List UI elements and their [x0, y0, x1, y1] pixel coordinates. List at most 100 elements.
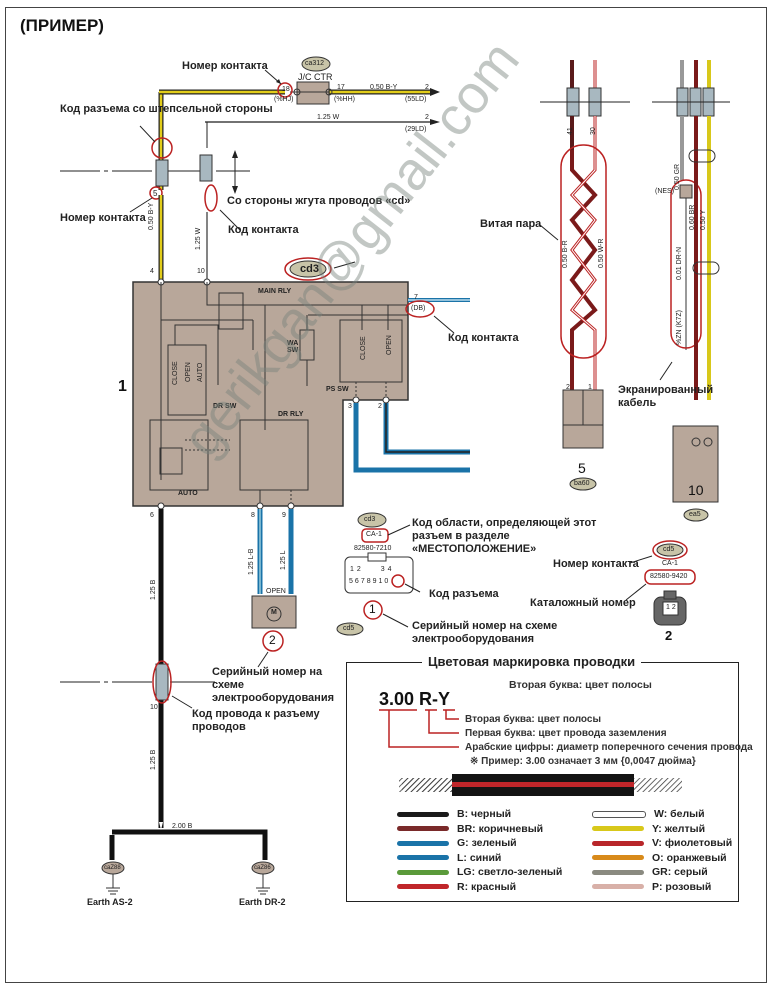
- connector-cd-ca-ground: [155, 663, 169, 701]
- tp-wire-a: 0.50 B-R: [562, 240, 569, 268]
- callout-motor-serial: Серийный номер на схеме электрооборудова…: [212, 666, 335, 704]
- pin-17-code: (%HH): [334, 96, 355, 103]
- motor-symbol: M: [271, 609, 277, 616]
- dr-close-label: CLOSE: [172, 361, 179, 385]
- color-swatch: [592, 869, 644, 875]
- color-label: O: оранжевый: [652, 851, 727, 864]
- ps-open-label: OPEN: [386, 335, 393, 355]
- dr-sw-label: DR SW: [213, 403, 237, 410]
- legend-left-row: G: зеленый: [397, 837, 517, 849]
- legend-line-3: Арабские цифры: диаметр поперечного сече…: [465, 742, 753, 753]
- shielded-cable-group: [652, 60, 730, 522]
- legend-right-row: Y: желтый: [592, 823, 705, 835]
- motor-serial: 2: [269, 633, 276, 647]
- page-frame: [5, 7, 767, 983]
- pins-2: 12: [666, 604, 678, 611]
- badge-cd5-a: cd5: [343, 625, 355, 632]
- badge-cd3-text: cd3: [300, 263, 319, 275]
- legend-left-row: LG: светло-зеленый: [397, 866, 562, 878]
- connector-1-serial: 1: [369, 602, 376, 616]
- tp-component-number: 5: [578, 460, 586, 476]
- callout-contact-number-top: Номер контакта: [182, 60, 268, 72]
- wire-label-1.25-W: 1.25 W: [317, 114, 340, 121]
- color-swatch: [592, 810, 646, 818]
- color-label: W: белый: [654, 808, 705, 820]
- pin-7: 7: [414, 294, 418, 301]
- tp-badge: ba60: [574, 480, 590, 487]
- motor-box: [251, 595, 297, 629]
- connector-82580-7210: [344, 556, 414, 594]
- ps-close-label: CLOSE: [360, 336, 367, 360]
- callout-serial-1: Серийный номер на схеме электрооборудова…: [412, 620, 558, 645]
- color-swatch: [592, 840, 644, 846]
- sc-wire-shield: 0.01 DR-N: [676, 246, 683, 280]
- legend-example-code: 3.00 R-Y: [379, 689, 451, 709]
- legend-right-row: GR: серый: [592, 866, 708, 878]
- ground-wire-lower: 1.25 B: [150, 749, 157, 770]
- callout-twisted-pair: Витая пара: [480, 218, 542, 230]
- badge-cd5-b: cd5: [663, 546, 675, 553]
- sc-wire-br: 0.60 BR: [689, 204, 696, 230]
- pin-17: 17: [337, 84, 345, 91]
- color-label: L: синий: [457, 851, 502, 864]
- legend-header-note: Вторая буква: цвет полосы: [509, 679, 652, 691]
- legend-leaders: [379, 709, 682, 796]
- connector-cd-ca-a: [155, 159, 169, 187]
- callout-contact-number-2: Номер контакта: [553, 558, 639, 570]
- pins-top: 12 34: [350, 566, 395, 573]
- callout-area-code: Код области, определяющей этот разъем в …: [412, 517, 597, 555]
- main-unit-number: 1: [118, 378, 127, 395]
- pins-bottom: 5678910: [349, 578, 391, 585]
- page-title: (ПРИМЕР): [20, 16, 104, 35]
- color-label: B: черный: [457, 808, 512, 820]
- connector-2-serial: 2: [665, 628, 673, 643]
- area-code-ca1-b: CA-1: [662, 560, 678, 567]
- dr-open-label: OPEN: [185, 362, 192, 382]
- callout-plug-side-code: Код разъема со штепсельной стороны: [60, 103, 273, 115]
- pin-5: 5: [153, 189, 158, 198]
- callout-connector-code: Код разъема: [429, 588, 499, 600]
- badge-ca312: [301, 56, 331, 72]
- twisted-pair-group: [539, 60, 630, 491]
- badge-cd3-b: cd3: [364, 516, 376, 523]
- ground-wire-main: 1.25 B: [150, 579, 157, 600]
- color-swatch: [397, 855, 449, 860]
- area-code-ca1: CA-1: [366, 531, 382, 538]
- callout-harness-side: Со стороны жгута проводов «cd»: [227, 195, 411, 207]
- ground-wire-bus: 2.00 B: [172, 823, 193, 830]
- pin-18-code: (%HJ): [274, 96, 294, 103]
- earth-dr-2-label: Earth DR-2: [239, 897, 286, 907]
- sc-shield-tag: %ZN (K7Z): [676, 310, 683, 345]
- part-number-2: 82580-9420: [650, 573, 688, 580]
- pin-2: 2: [378, 403, 382, 410]
- badge-cd3: [289, 260, 327, 278]
- callout-catalog-number: Каталожный номер: [530, 597, 636, 609]
- part-number-1: 82580-7210: [354, 545, 392, 552]
- legend-right-row: O: оранжевый: [592, 852, 727, 864]
- pin-6: 6: [150, 512, 154, 519]
- motor-wire-b: 1.25 L: [280, 550, 287, 570]
- legend-left-row: R: красный: [397, 881, 516, 893]
- pin-4: 4: [150, 268, 154, 275]
- wire-end-pin-2b: 2: [425, 114, 429, 121]
- callout-contact-code-left: Код контакта: [228, 224, 299, 236]
- tp-bottom-pin-1: 1: [588, 384, 592, 391]
- callout-wire-code: Код провода к разъему проводов: [192, 708, 320, 733]
- tp-wire-b: 0.50 W-R: [598, 238, 605, 268]
- jc-ctr-label: J/C CTR: [298, 72, 333, 82]
- pin-3: 3: [348, 403, 352, 410]
- color-swatch: [592, 855, 644, 860]
- motor-open-label: OPEN: [266, 588, 286, 595]
- color-swatch: [397, 811, 449, 817]
- wire-end-pin-2a: 2: [425, 84, 429, 91]
- legend-right-row: P: розовый: [592, 881, 711, 893]
- pin-8: 8: [251, 512, 255, 519]
- pin-7-code: (DB): [411, 305, 426, 312]
- color-swatch: [397, 869, 449, 875]
- legend-line-1: Вторая буква: цвет полосы: [465, 714, 602, 725]
- legend-line-2: Первая буква: цвет провода заземления: [465, 728, 667, 739]
- ground-badge-1-text: caZ88: [104, 865, 121, 871]
- sc-wire-y: 0.50 Y: [700, 209, 707, 230]
- callout-shielded-cable: Экранированный кабель: [618, 384, 714, 409]
